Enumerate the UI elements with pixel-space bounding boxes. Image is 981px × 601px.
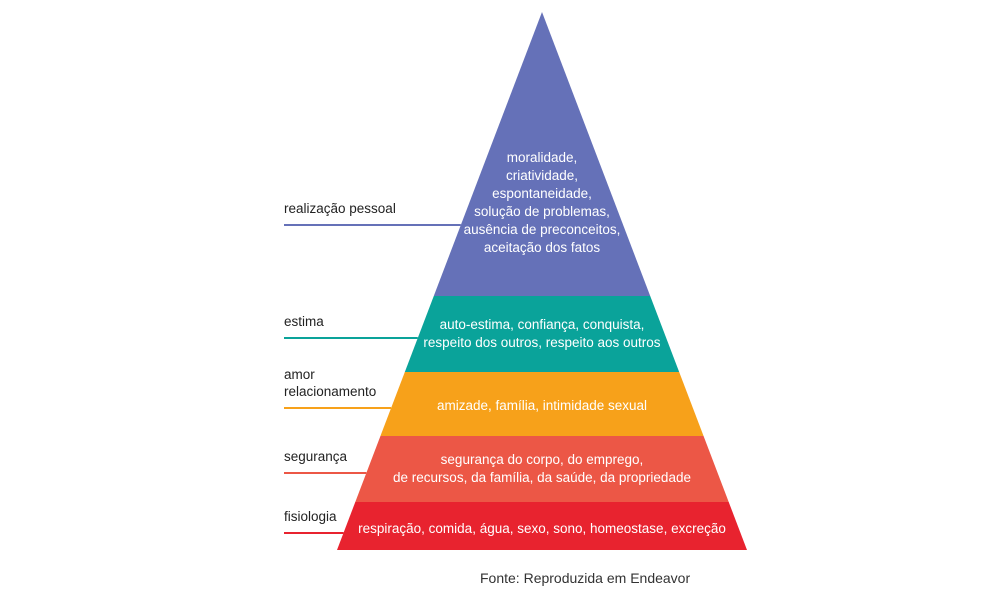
pyramid-tier-3 <box>355 436 729 502</box>
level-label: amor <box>284 367 315 382</box>
level-label: segurança <box>284 449 348 464</box>
tier-text-line: solução de problemas, <box>474 204 610 219</box>
tier-text-line: aceitação dos fatos <box>484 240 601 255</box>
tier-text-line: respiração, comida, água, sexo, sono, ho… <box>358 521 726 536</box>
tier-text-line: espontaneidade, <box>492 186 592 201</box>
tier-text-line: de recursos, da família, da saúde, da pr… <box>393 470 691 485</box>
level-label: fisiologia <box>284 509 337 524</box>
tier-text-line: segurança do corpo, do emprego, <box>441 452 644 467</box>
pyramid-tier-2 <box>380 372 704 436</box>
level-label: realização pessoal <box>284 201 396 216</box>
tier-text-line: criatividade, <box>506 168 578 183</box>
pyramid-tier-4 <box>337 502 747 550</box>
tier-text-line: amizade, família, intimidade sexual <box>437 398 647 413</box>
tier-text-line: auto-estima, confiança, conquista, <box>440 317 645 332</box>
side-labels: realização pessoal estima amor relacionamen… <box>284 201 461 534</box>
pyramid-tiers: moralidade, criatividade, espontaneidade, s… <box>337 12 747 550</box>
pyramid-tier-1 <box>404 296 680 372</box>
tier-text-line: ausência de preconceitos, <box>464 222 621 237</box>
pyramid-tier-0 <box>433 12 651 296</box>
tier-text-line: moralidade, <box>507 150 578 165</box>
level-label: relacionamento <box>284 384 376 399</box>
source-caption: Fonte: Reproduzida em Endeavor <box>480 570 690 586</box>
level-label: estima <box>284 314 324 329</box>
tier-text-line: respeito dos outros, respeito aos outros <box>423 335 660 350</box>
